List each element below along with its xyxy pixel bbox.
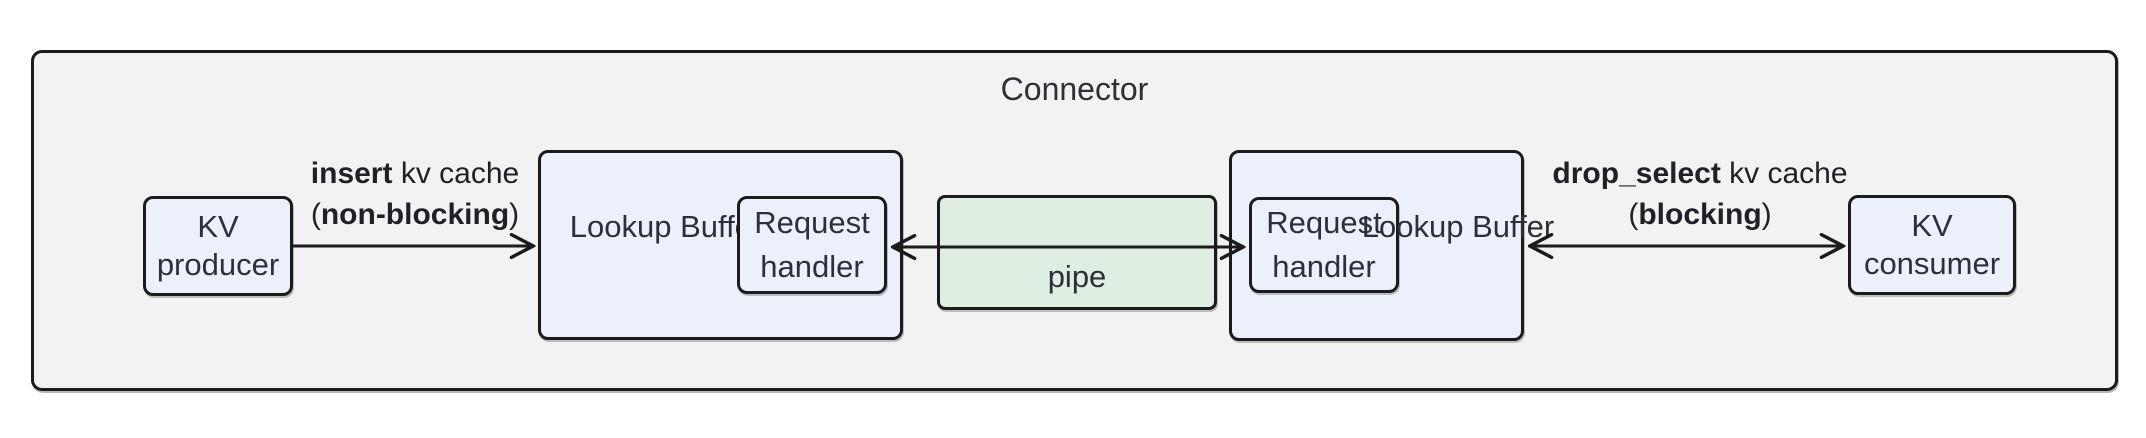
drop-select-edge-label-line2: (blocking) — [1628, 198, 1772, 231]
drop-select-edge-label: drop_select kv cache (blocking) — [1520, 153, 1880, 235]
kv-consumer-label-line1: KV — [1911, 208, 1953, 243]
lookup-buffer-right-label-line1: Lookup — [1361, 209, 1464, 244]
lookup-buffer-left-label: Lookup Buffer — [566, 205, 766, 249]
lookup-buffer-right-label: Lookup Buffer — [1358, 205, 1558, 249]
request-handler-right-label-line1: Request — [1266, 205, 1382, 240]
kv-consumer-node: KV consumer — [1848, 195, 2016, 295]
request-handler-left-node: Request handler — [737, 196, 887, 294]
pipe-node: pipe — [937, 195, 1217, 310]
kv-producer-label-line2: producer — [156, 247, 280, 282]
request-handler-left-label-line1: Request — [754, 205, 870, 240]
insert-edge-label: insert kv cache (non-blocking) — [263, 153, 567, 235]
kv-consumer-label-line2: consumer — [1863, 246, 2001, 281]
drop-select-edge-label-line1: drop_select kv cache — [1552, 157, 1848, 190]
kv-producer-label-line1: KV — [197, 209, 239, 244]
insert-edge-label-line1: insert kv cache — [310, 157, 520, 190]
insert-edge-label-line2: (non-blocking) — [310, 198, 520, 231]
pipe-label: pipe — [1047, 259, 1107, 294]
connector-group-title: Connector — [1000, 71, 1149, 107]
request-handler-right-label-line2: handler — [1272, 249, 1376, 284]
request-handler-right-node: Request handler — [1249, 197, 1399, 293]
request-handler-left-label-line2: handler — [760, 249, 864, 284]
kv-producer-node: KV producer — [143, 196, 293, 296]
lookup-buffer-left-label-line1: Lookup — [569, 209, 672, 244]
